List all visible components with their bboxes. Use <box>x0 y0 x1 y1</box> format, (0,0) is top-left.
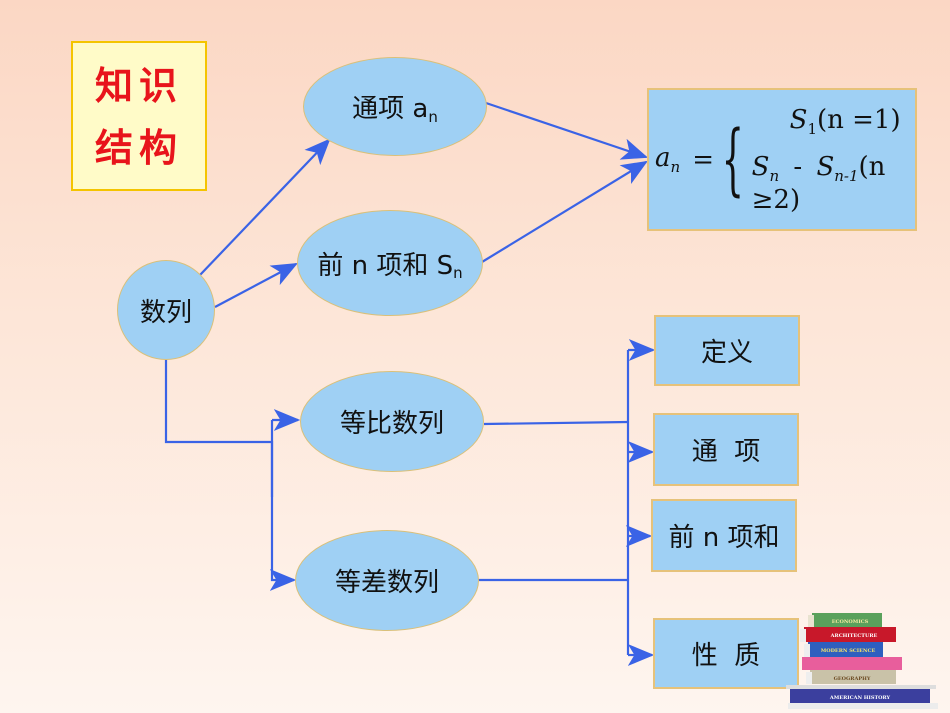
node-arithmetic-label: 等差数列 <box>334 568 439 598</box>
node-root: 数列 <box>117 260 215 360</box>
formula-box: an = { S1(n =1) Sn - Sn-1(n ≥2) <box>647 88 917 231</box>
arrow-to-arithmetic <box>269 420 297 591</box>
svg-text:ECONOMICS: ECONOMICS <box>832 619 869 625</box>
arrow-root-to-partial-sum <box>214 262 298 308</box>
box-sum: 前 n 项和 <box>651 499 797 572</box>
formula-brace: { <box>721 114 744 205</box>
formula: an = { S1(n =1) Sn - Sn-1(n ≥2) <box>655 105 915 215</box>
formula-case-1: S1(n =1) <box>789 104 901 138</box>
node-arithmetic: 等差数列 <box>295 530 479 631</box>
title-line-1: 知识 <box>94 64 183 108</box>
formula-cases: S1(n =1) Sn - Sn-1(n ≥2) <box>752 105 915 215</box>
title-line-2: 结构 <box>94 126 183 170</box>
arrow-root-to-general-term <box>199 138 331 276</box>
box-property-label: 性 质 <box>691 641 761 671</box>
node-root-label: 数列 <box>139 297 192 328</box>
connector-root-to-sequences <box>164 360 274 497</box>
svg-text:MODERN SCIENCE: MODERN SCIENCE <box>821 648 876 654</box>
svg-text:ARCHITECTURE: ARCHITECTURE <box>830 633 878 639</box>
arrow-general-term-to-formula <box>485 101 649 160</box>
formula-lhs: an <box>655 143 681 176</box>
svg-text:AMERICAN HISTORY: AMERICAN HISTORY <box>829 695 891 701</box>
box-definition: 定义 <box>654 315 800 386</box>
connector-geometric-to-bracket <box>483 420 629 426</box>
node-partial-sum-sub: n <box>453 264 463 282</box>
node-partial-sum-label: 前 n 项和 S <box>317 250 454 281</box>
box-term: 通 项 <box>653 413 799 486</box>
node-geometric: 等比数列 <box>300 371 484 472</box>
books-stack-icon: ECONOMICS ARCHITECTURE MODERN SCIENCE GE… <box>786 613 938 709</box>
box-property: 性 质 <box>653 618 799 689</box>
formula-equals: = <box>692 144 714 175</box>
node-geometric-label: 等比数列 <box>339 409 444 439</box>
node-general-term-label: 通项 a <box>352 94 429 124</box>
box-term-label: 通 项 <box>691 437 761 467</box>
box-definition-label: 定义 <box>700 338 753 368</box>
node-general-term-sub: n <box>428 107 438 126</box>
svg-text:GEOGRAPHY: GEOGRAPHY <box>834 676 871 682</box>
arrow-partial-sum-to-formula <box>481 160 648 263</box>
box-sum-label: 前 n 项和 <box>668 523 780 553</box>
formula-case-2: Sn - Sn-1(n ≥2) <box>751 151 886 215</box>
title-box: 知识 结构 <box>71 41 207 191</box>
